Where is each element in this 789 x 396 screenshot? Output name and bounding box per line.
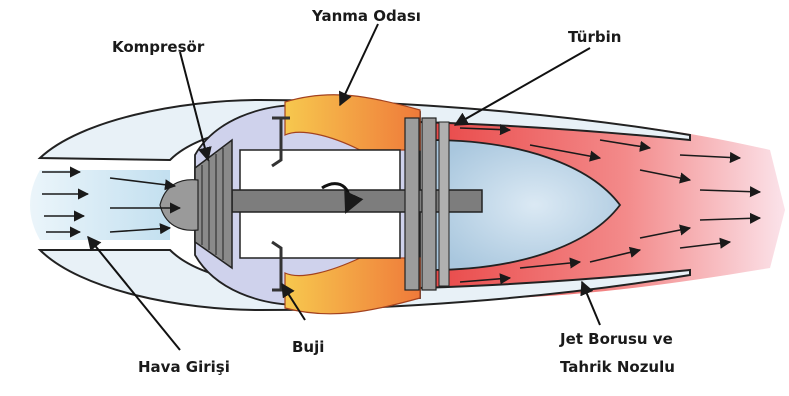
turbine (405, 118, 449, 290)
label-air-intake: Hava Girişi (138, 356, 230, 378)
label-jet-pipe-line1: Jet Borusu ve (560, 328, 673, 350)
label-compressor: Kompresör (112, 36, 204, 58)
label-combustion-chamber: Yanma Odası (312, 5, 421, 27)
label-jet-pipe-line2: Tahrik Nozulu (560, 356, 675, 378)
label-turbine: Türbin (568, 26, 621, 48)
label-spark-plug: Buji (292, 336, 324, 358)
